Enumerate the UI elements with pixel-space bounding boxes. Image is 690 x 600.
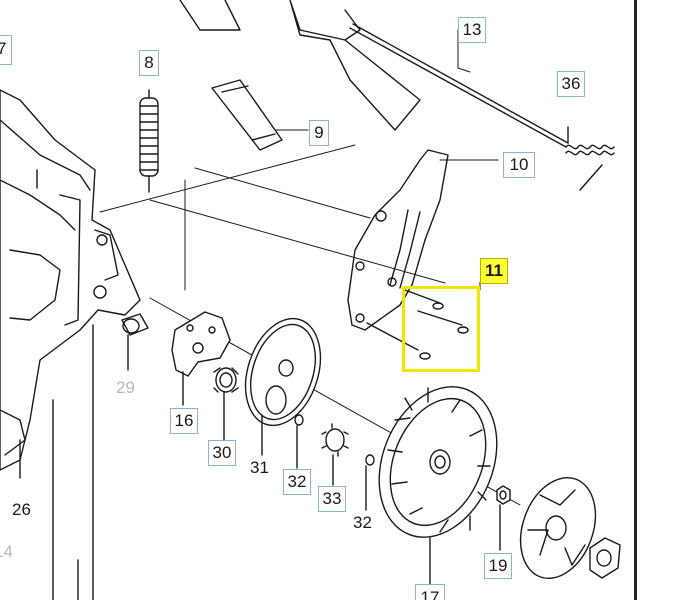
spring-36 — [565, 126, 615, 191]
bushing-29 — [121, 313, 149, 371]
label-part-16: 16 — [170, 408, 198, 434]
mower-chassis — [0, 89, 141, 600]
gear-housing-16 — [171, 311, 231, 406]
label-part-29: 29 — [116, 378, 135, 397]
pinion-33 — [321, 423, 349, 486]
label-part-30: 30 — [208, 440, 236, 466]
hubcap-right — [519, 476, 597, 580]
upper-bracket — [179, 0, 421, 131]
gear-30 — [213, 367, 239, 441]
wheel-17 — [378, 386, 498, 586]
screws-11 — [366, 289, 469, 360]
label-part-17: 17 — [415, 584, 445, 600]
label-part-32-ring: 32 — [283, 469, 311, 495]
ring-32a — [294, 414, 304, 469]
label-part-33: 33 — [318, 486, 346, 512]
label-part-11: 11 — [480, 258, 508, 284]
label-part-8: 8 — [139, 50, 159, 76]
label-part-13: 13 — [458, 17, 486, 43]
label-part-31: 31 — [250, 458, 269, 477]
label-part-26: 26 — [12, 500, 31, 519]
handle-rod — [349, 23, 569, 148]
label-part-19: 19 — [484, 553, 512, 579]
hubcap-plate-31 — [244, 317, 322, 456]
page-border-right — [634, 0, 637, 600]
nut-19 — [496, 485, 511, 551]
label-part-32-washer: 32 — [353, 513, 372, 532]
highlight-box-part-11 — [402, 286, 480, 372]
label-part-7-text: 7 — [0, 39, 6, 58]
spring-8 — [139, 89, 159, 193]
label-part-9: 9 — [309, 120, 329, 146]
label-part-14: 14 — [0, 542, 13, 561]
label-part-36: 36 — [557, 71, 585, 97]
height-adjust-plate-10 — [347, 149, 449, 331]
label-part-10: 10 — [503, 152, 535, 178]
label-part-7: 7 — [0, 35, 12, 65]
plate-9 — [211, 79, 283, 151]
hub-nut-right — [589, 537, 621, 579]
ring-32b — [365, 454, 375, 511]
